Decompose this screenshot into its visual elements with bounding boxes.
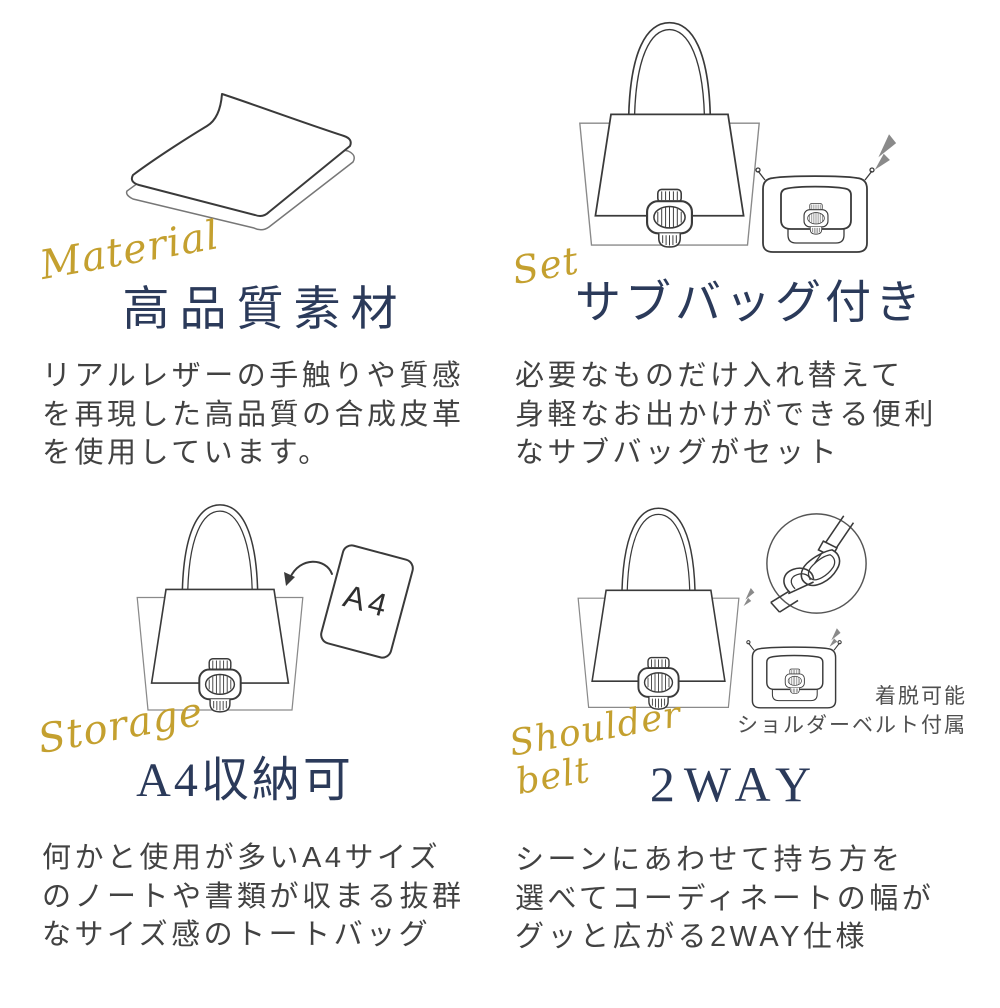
desc-line: なサイズ感のトートバッグ bbox=[42, 919, 432, 951]
section-description-material: リアルレザーの手触りや質感 を再現した高品質の合成皮革 を使用しています。 bbox=[42, 357, 465, 473]
tote-bag-illustration bbox=[572, 9, 767, 248]
note-line: ショルダーベルト付属 bbox=[737, 714, 967, 737]
desc-line: リアルレザーの手触りや質感 bbox=[42, 360, 465, 392]
section-material: Material 高品質素材 リアルレザーの手触りや質感 を再現した高品質の合成… bbox=[0, 0, 500, 504]
a4-label: A4 bbox=[339, 577, 395, 625]
section-title-material: 高品質素材 bbox=[122, 284, 408, 336]
desc-line: 選べてコーディネートの幅が bbox=[515, 882, 935, 915]
desc-line: なサブバッグがセット bbox=[515, 437, 841, 469]
desc-line: 身軽なお出かけができる便利 bbox=[515, 398, 937, 431]
shoulder-belt-clasp-illustration bbox=[766, 513, 867, 614]
desc-line: シーンにあわせて持ち方を bbox=[515, 844, 904, 876]
leather-swatch-illustration bbox=[125, 93, 355, 231]
desc-line: グッと広がる2WAY仕様 bbox=[515, 921, 868, 953]
section-storage: A4 Storage A4収納可 何かと使用が多いA4サイズ のノートや書類が収… bbox=[0, 504, 500, 1008]
section-description-2way: シーンにあわせて持ち方を 選べてコーディネートの幅が グッと広がる2WAY仕様 bbox=[515, 841, 934, 957]
note-line: 着脱可能 bbox=[875, 685, 967, 708]
detachable-belt-note: 着脱可能 ショルダーベルト付属 bbox=[737, 682, 967, 740]
desc-line: のノートや書類が収まる抜群 bbox=[42, 880, 465, 913]
section-title-storage: A4収納可 bbox=[136, 754, 354, 807]
sub-bag-illustration bbox=[755, 165, 875, 257]
sparkle-icon bbox=[874, 134, 897, 170]
tote-bag-illustration bbox=[571, 496, 746, 710]
section-title-2way: 2WAY bbox=[649, 756, 821, 812]
desc-line: を再現した高品質の合成皮革 bbox=[42, 398, 465, 431]
script-label-storage: Storage bbox=[34, 688, 207, 763]
section-description-storage: 何かと使用が多いA4サイズ のノートや書類が収まる抜群 なサイズ感のトートバッグ bbox=[42, 839, 465, 955]
section-title-set: サブバッグ付き bbox=[575, 277, 925, 328]
tote-bag-illustration bbox=[130, 492, 310, 713]
sparkle-icon bbox=[829, 628, 841, 647]
section-set: Set サブバッグ付き 必要なものだけ入れ替えて 身軽なお出かけができる便利 な… bbox=[500, 0, 1000, 504]
section-shoulder-belt: 着脱可能 ショルダーベルト付属 Shoulder belt 2WAY シーンにあ… bbox=[500, 504, 1000, 1008]
desc-line: 何かと使用が多いA4サイズ bbox=[42, 842, 442, 874]
arrow-into-bag-icon bbox=[284, 560, 333, 586]
desc-line: を使用しています。 bbox=[42, 437, 331, 469]
sparkle-icon bbox=[743, 588, 755, 606]
section-description-set: 必要なものだけ入れ替えて 身軽なお出かけができる便利 なサブバッグがセット bbox=[515, 357, 937, 473]
desc-line: 必要なものだけ入れ替えて bbox=[515, 360, 904, 392]
